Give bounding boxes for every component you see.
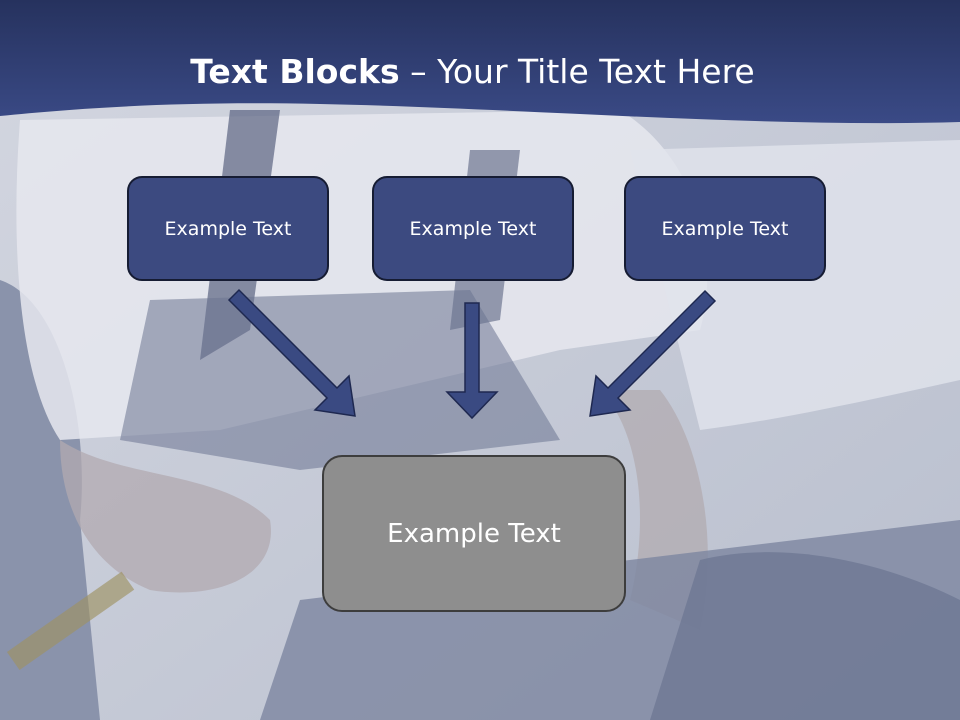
- target-text-block-label: Example Text: [387, 518, 561, 549]
- title-bold: Text Blocks: [190, 52, 400, 91]
- slide-title: Text Blocks – Your Title Text Here: [0, 52, 945, 91]
- arrow-left: [227, 288, 356, 417]
- text-block-2[interactable]: Example Text: [372, 176, 574, 281]
- arrow-right: [589, 289, 717, 417]
- header-band: [0, 0, 960, 124]
- arrow-middle: [445, 302, 499, 420]
- target-text-block[interactable]: Example Text: [322, 455, 626, 612]
- text-block-1[interactable]: Example Text: [127, 176, 329, 281]
- text-block-3[interactable]: Example Text: [624, 176, 826, 281]
- title-rest: – Your Title Text Here: [399, 52, 755, 91]
- text-block-2-label: Example Text: [409, 217, 537, 240]
- text-block-1-label: Example Text: [164, 217, 292, 240]
- text-block-3-label: Example Text: [661, 217, 789, 240]
